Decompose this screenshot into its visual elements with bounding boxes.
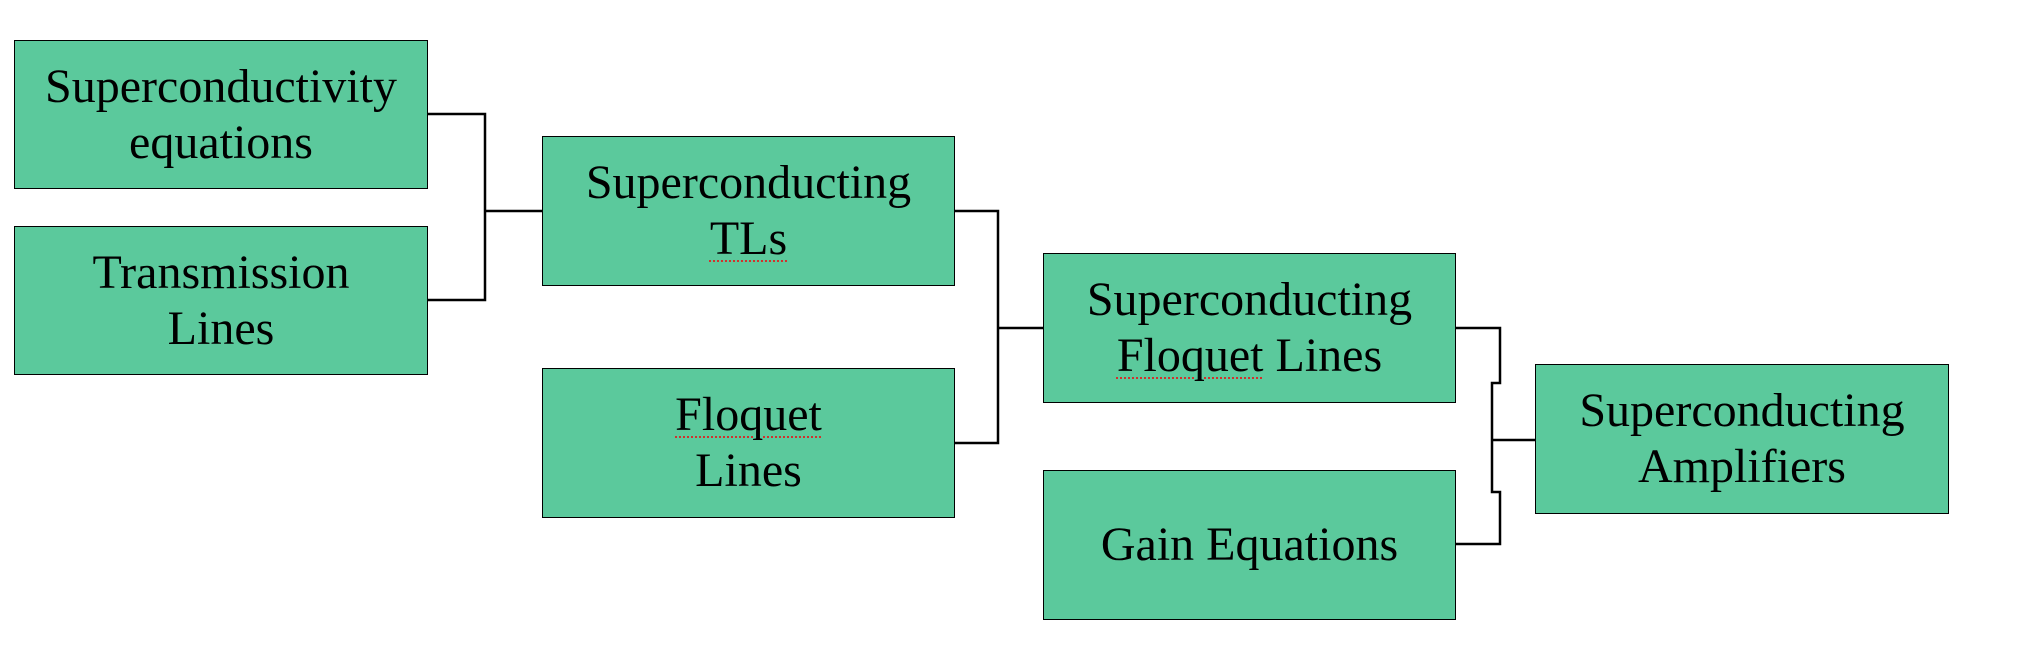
box-label-line1: Superconducting	[585, 156, 912, 209]
box-label-line2: equations	[129, 115, 313, 169]
box-label-line1: Superconducting	[1086, 273, 1413, 326]
box-label-line2: Lines	[695, 444, 802, 497]
box-label-line1: Superconductivity	[45, 59, 397, 113]
box-label-line1: Superconducting	[1579, 384, 1905, 437]
box-label-line1: Floquet	[675, 387, 822, 443]
box-superconducting-floquet-lines: Superconducting Floquet Lines	[1043, 253, 1456, 403]
box-label-line1: Transmission	[92, 245, 350, 299]
box-transmission-lines: Transmission Lines	[14, 226, 428, 375]
box-gain-equations: Gain Equations	[1043, 470, 1456, 620]
spellcheck-word: Floquet	[675, 388, 822, 441]
spellcheck-word: TLs	[709, 212, 788, 265]
box-label-line1: Gain Equations	[1100, 518, 1399, 571]
connector-sc-floquet-to-gain	[1456, 326, 1502, 546]
connector-superconductivity-to-tls	[428, 112, 487, 302]
box-label-line2: Floquet Lines	[1087, 328, 1412, 384]
box-label-line2: Lines	[167, 301, 275, 355]
box-floquet-lines: Floquet Lines	[542, 368, 955, 518]
box-superconductivity-equations: Superconductivity equations	[14, 40, 428, 189]
spellcheck-word: Floquet	[1116, 329, 1264, 382]
box-label-line2-rest: Lines	[1263, 329, 1383, 382]
connector-tls-to-floquet	[955, 209, 1000, 445]
box-superconducting-tls: Superconducting TLs	[542, 136, 955, 286]
box-superconducting-amplifiers: Superconducting Amplifiers	[1535, 364, 1949, 514]
box-label-line2: Amplifiers	[1638, 440, 1846, 493]
box-label-line2: TLs	[586, 211, 911, 267]
